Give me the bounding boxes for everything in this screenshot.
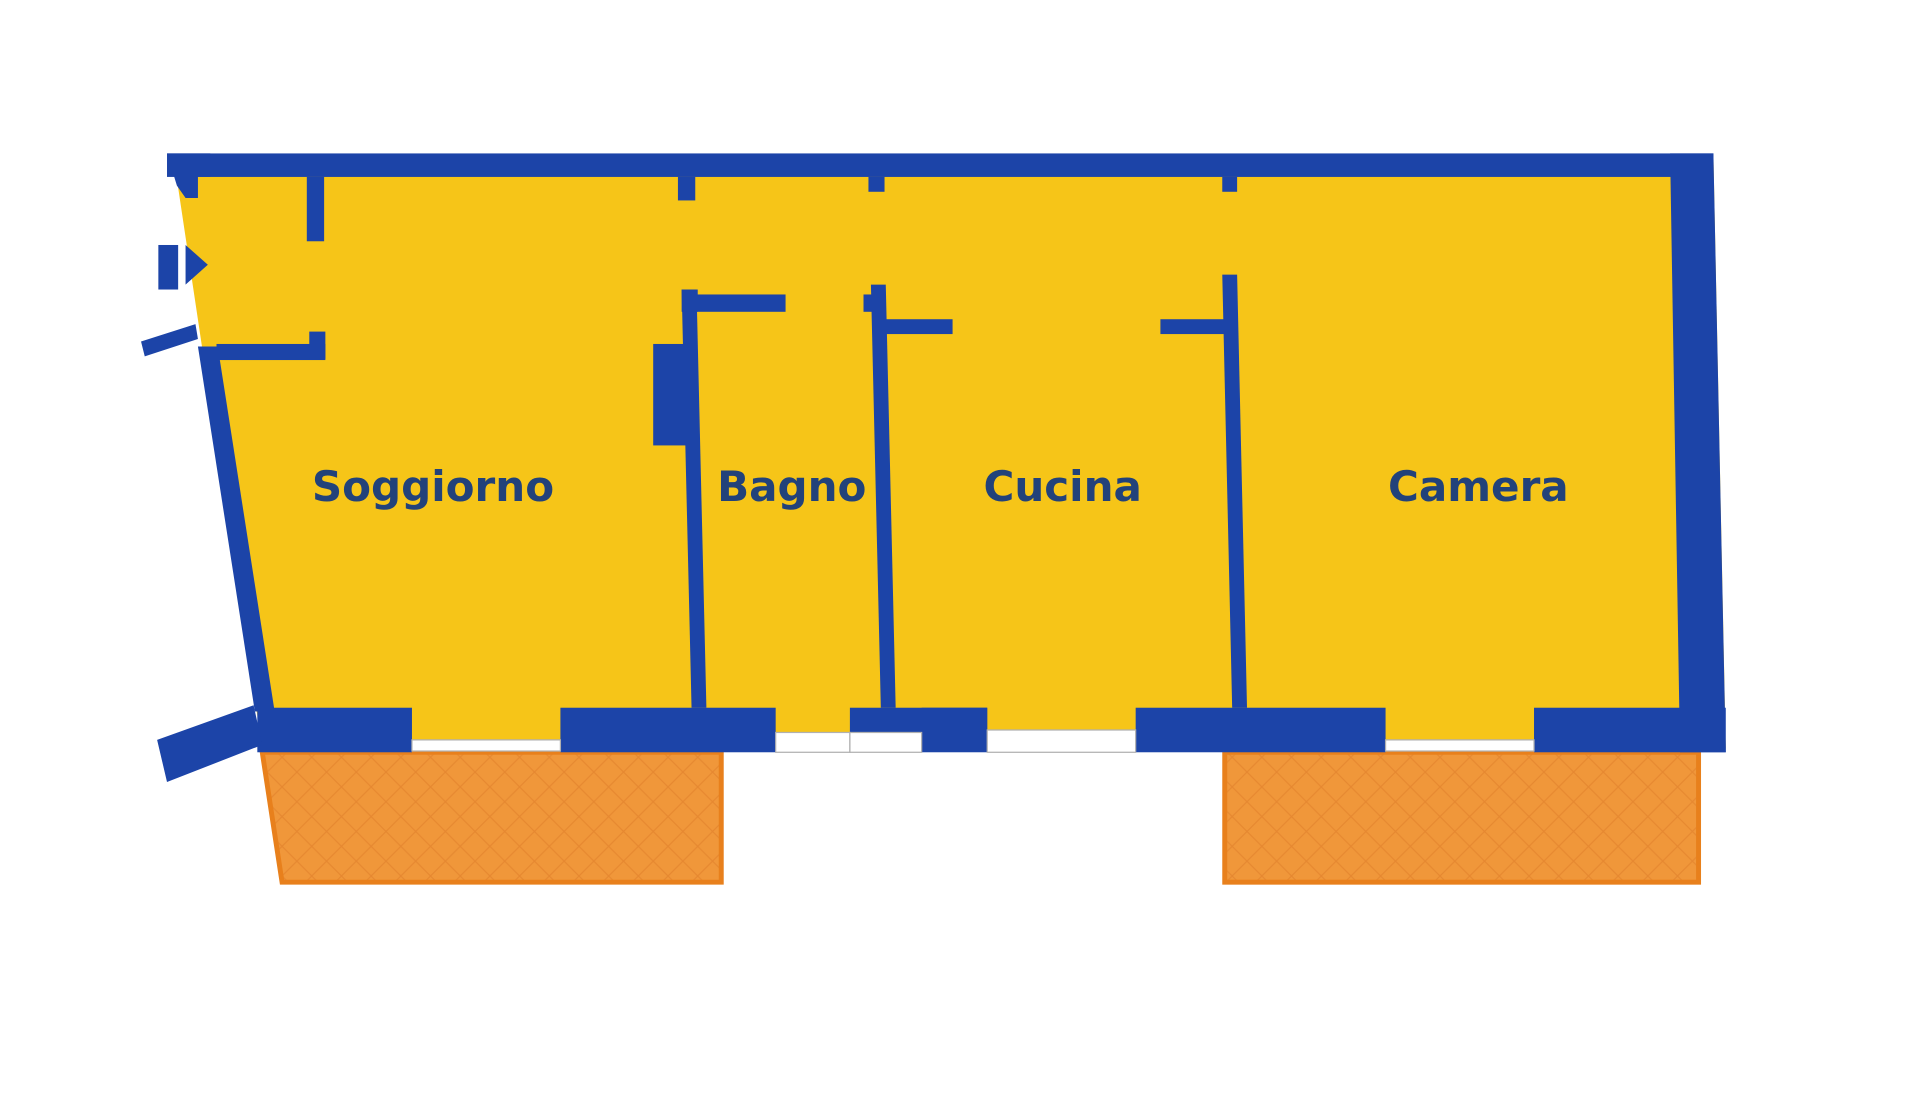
room-label-soggiorno: Soggiorno bbox=[312, 462, 554, 511]
room-label-camera: Camera bbox=[1388, 462, 1569, 511]
floor-area bbox=[173, 154, 1726, 749]
balcony-right bbox=[1222, 749, 1702, 885]
walls bbox=[141, 153, 1726, 782]
room-label-bagno: Bagno bbox=[717, 462, 866, 511]
room-label-cucina: Cucina bbox=[983, 462, 1141, 511]
balcony-left bbox=[259, 749, 724, 885]
windows bbox=[411, 729, 1535, 753]
